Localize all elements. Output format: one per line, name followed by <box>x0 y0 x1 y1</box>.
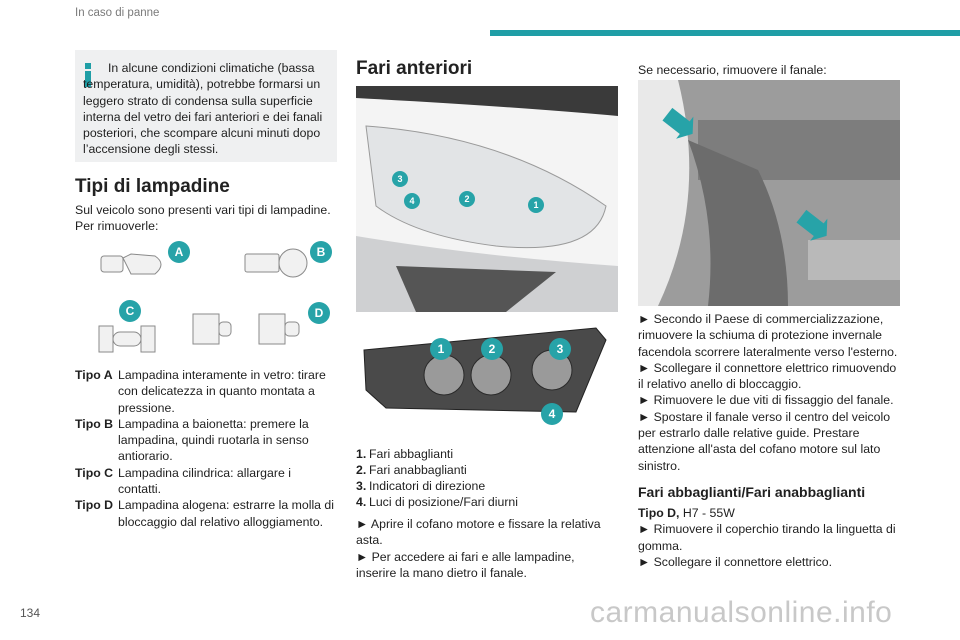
bulb-type-row: Tipo C Lampadina cilindrica: allargare i… <box>75 465 337 498</box>
rear-badge-3: 3 <box>549 338 571 360</box>
step-text: ► Aprire il cofano motore e fissare la r… <box>356 517 601 548</box>
bulb-types-list: Tipo A Lampadina interamente in vetro: t… <box>75 367 337 530</box>
bulb-badge-d: D <box>308 302 330 324</box>
legend-item: 3.Indicatori di direzione <box>356 478 618 494</box>
legend-item: 4.Luci di posizione/Fari diurni <box>356 494 618 510</box>
removal-intro: Se necessario, rimuovere il fanale: <box>638 63 827 77</box>
bulb-type-desc: Lampadina a baionetta: premere la lampad… <box>118 416 309 464</box>
info-note-text: In alcune condizioni climatiche (bassa t… <box>83 61 323 157</box>
step-text: ► Scollegare il connettore elettrico. <box>638 554 832 569</box>
bulb-badge-a: A <box>168 241 190 263</box>
legend-text: Fari abbaglianti <box>369 447 454 461</box>
removal-steps: ► Secondo il Paese di commercializzazion… <box>638 311 900 474</box>
bulb-type-desc: Lampadina interamente in vetro: tirare c… <box>118 368 326 415</box>
step-text: ► Spostare il fanale verso il centro del… <box>638 409 891 473</box>
headlight-rear-drawing <box>363 327 607 413</box>
bulb-type-row: Tipo A Lampadina interamente in vetro: t… <box>75 367 337 416</box>
rear-badge-2: 2 <box>481 338 503 360</box>
bulb-types-drawing <box>98 248 308 353</box>
high-low-title: Fari abbaglianti/Fari anabbaglianti <box>638 484 866 500</box>
legend-item: 1.Fari abbaglianti <box>356 446 618 462</box>
rear-badge-1: 1 <box>430 338 452 360</box>
info-note: In alcune condizioni climatiche (bassa t… <box>75 50 337 162</box>
headlight-steps: ► Aprire il cofano motore e fissare la r… <box>356 516 618 581</box>
bulb-types-intro: Sul veicolo sono presenti vari tipi di l… <box>75 203 331 234</box>
bulb-type-desc: Lampadina alogena: estrarre la molla di … <box>118 498 335 529</box>
legend-num: 4. <box>356 495 367 509</box>
engine-bay-drawing <box>638 80 900 306</box>
engine-bay-illustration <box>638 80 900 306</box>
headlight-badge-1: 1 <box>528 197 544 213</box>
headlight-front-illustration: 3 4 2 1 <box>356 86 618 312</box>
bulb-spec: Tipo D, H7 - 55W <box>638 505 900 521</box>
watermark: carmanualsonline.info <box>590 596 893 629</box>
bulb-type-desc: Lampadina cilindrica: allargare i contat… <box>118 465 291 497</box>
step-text: ► Rimuovere il coperchio tirando la ling… <box>638 522 896 553</box>
bulb-type-label: Tipo B <box>75 416 114 431</box>
page-number: 134 <box>20 606 41 620</box>
bulb-type-row: Tipo B Lampadina a baionetta: premere la… <box>75 416 337 465</box>
headlight-badge-3: 3 <box>392 171 408 187</box>
bulb-badge-c: C <box>119 300 141 322</box>
bulb-types-illustration: A B C D <box>75 236 337 364</box>
legend-num: 2. <box>356 463 367 477</box>
headlight-badge-4: 4 <box>404 193 420 209</box>
step-text: ► Per accedere ai fari e alle lampadine,… <box>356 549 575 580</box>
bulb-type-label: Tipo D <box>75 498 114 513</box>
legend-item: 2.Fari anabbaglianti <box>356 462 618 478</box>
headlight-front-drawing <box>356 86 618 312</box>
step-text: ► Rimuovere le due viti di fissaggio del… <box>638 393 894 408</box>
legend-num: 3. <box>356 479 367 493</box>
headlight-rear-illustration: 1 2 3 4 <box>356 320 618 430</box>
bulb-type-label: Tipo A <box>75 368 113 382</box>
bulb-spec-value: H7 - 55W <box>679 506 735 520</box>
legend-text: Luci di posizione/Fari diurni <box>369 495 519 509</box>
section-title: In caso di panne <box>75 7 160 19</box>
bulb-spec-type: Tipo D, <box>638 506 680 520</box>
legend-text: Indicatori di direzione <box>369 479 486 493</box>
headlights-title: Fari anteriori <box>356 58 473 79</box>
info-icon <box>85 63 92 87</box>
bulb-type-label: Tipo C <box>75 465 114 480</box>
bulb-badge-b: B <box>310 241 332 263</box>
legend-num: 1. <box>356 447 367 461</box>
step-text: ► Scollegare il connettore elettrico rim… <box>638 360 897 392</box>
bulb-types-title: Tipi di lampadine <box>75 176 230 197</box>
legend-text: Fari anabbaglianti <box>369 463 467 477</box>
high-low-section: Tipo D, H7 - 55W ► Rimuovere il coperchi… <box>638 505 900 570</box>
header-accent-bar <box>490 30 960 36</box>
headlight-legend: 1.Fari abbaglianti 2.Fari anabbaglianti … <box>356 446 618 510</box>
step-text: ► Secondo il Paese di commercializzazion… <box>638 312 898 359</box>
bulb-type-row: Tipo D Lampadina alogena: estrarre la mo… <box>75 497 337 530</box>
rear-badge-4: 4 <box>541 403 563 425</box>
headlight-badge-2: 2 <box>459 191 475 207</box>
